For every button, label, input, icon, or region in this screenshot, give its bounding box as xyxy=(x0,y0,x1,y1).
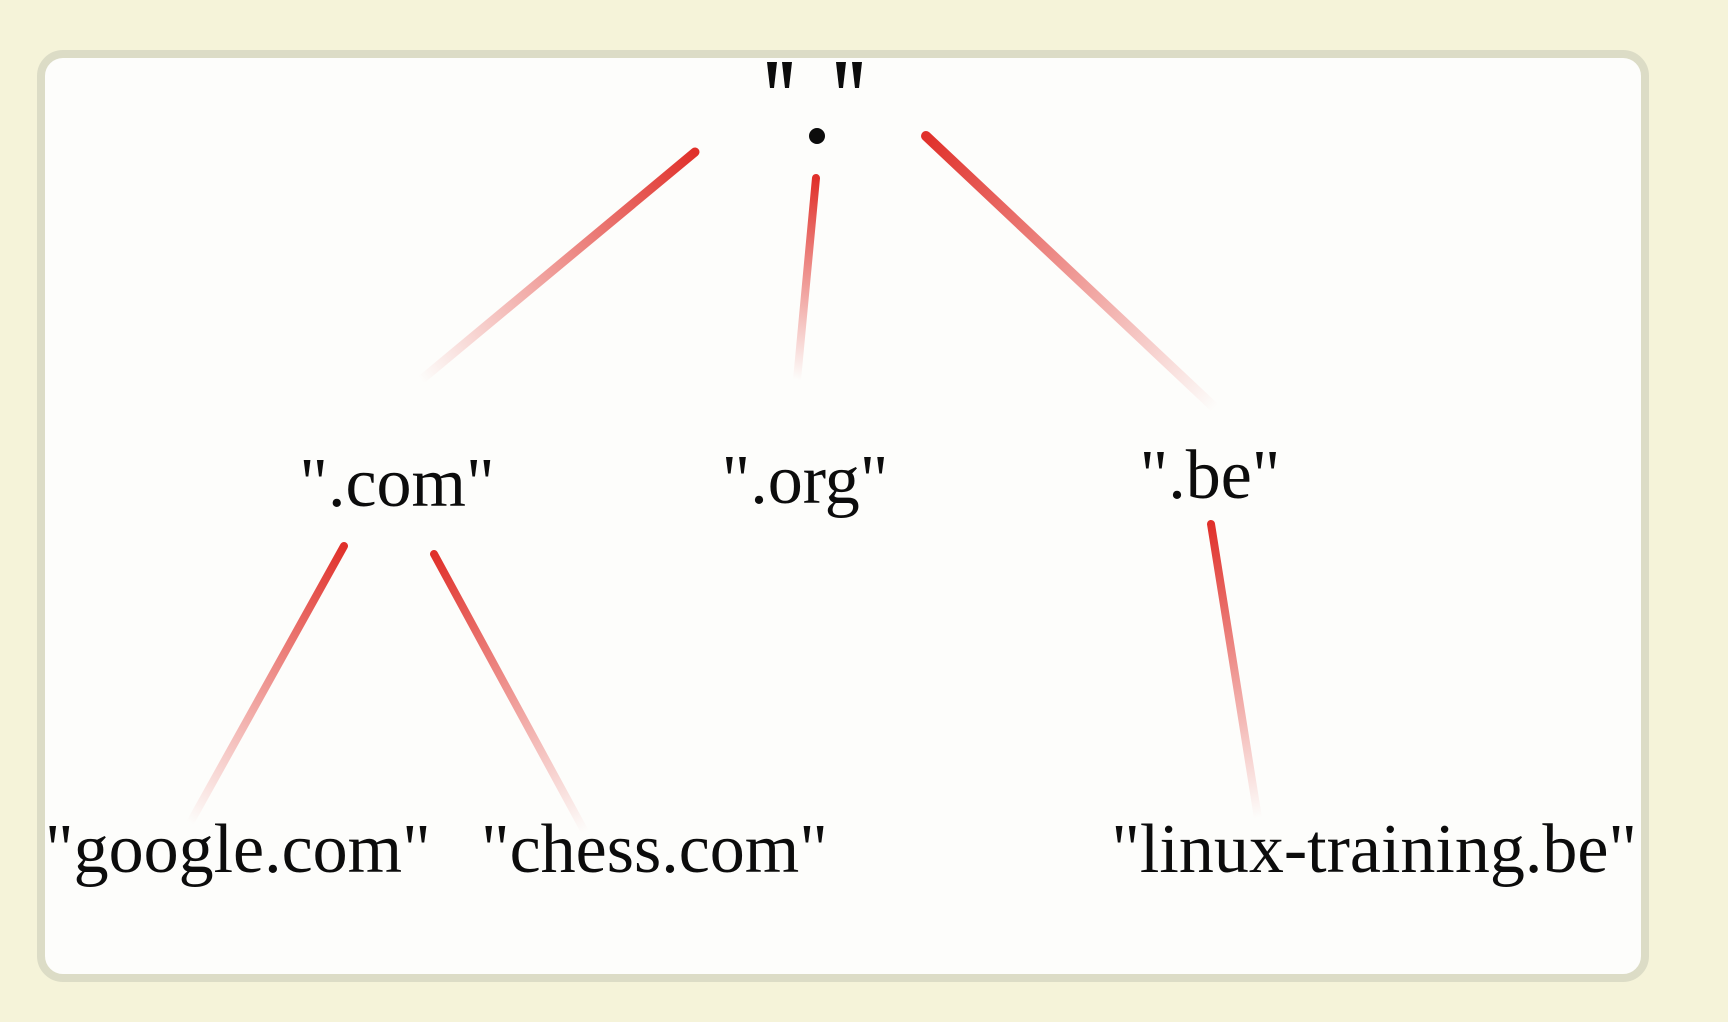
node-chess-com: "chess.com" xyxy=(481,811,828,888)
node-com: ".com" xyxy=(299,445,494,522)
edge-com-to-chess xyxy=(430,550,589,836)
edge-com-to-google xyxy=(186,542,348,827)
intro-text-strip xyxy=(0,0,1728,20)
root-quote-right-icon xyxy=(836,62,862,88)
edge-be-to-linux-training xyxy=(1207,520,1262,822)
root-dot-icon xyxy=(809,128,825,144)
edge-root-to-com xyxy=(416,147,700,385)
node-org: ".org" xyxy=(722,442,889,519)
dns-tree-diagram: ". " ".com" ".org" ".be" "google.com" "c… xyxy=(45,62,1637,888)
node-be: ".be" xyxy=(1140,437,1281,514)
edge-root-to-be xyxy=(921,131,1220,413)
node-linux-training-be: "linux-training.be" xyxy=(1111,811,1637,888)
intro-text xyxy=(0,0,36,16)
node-google-com: "google.com" xyxy=(45,811,431,888)
root-node: ". " xyxy=(767,62,862,144)
root-quote-left-icon xyxy=(767,62,792,88)
edge-root-to-org xyxy=(793,174,820,384)
dns-tree-diagram-card: ". " ".com" ".org" ".be" "google.com" "c… xyxy=(37,50,1649,982)
